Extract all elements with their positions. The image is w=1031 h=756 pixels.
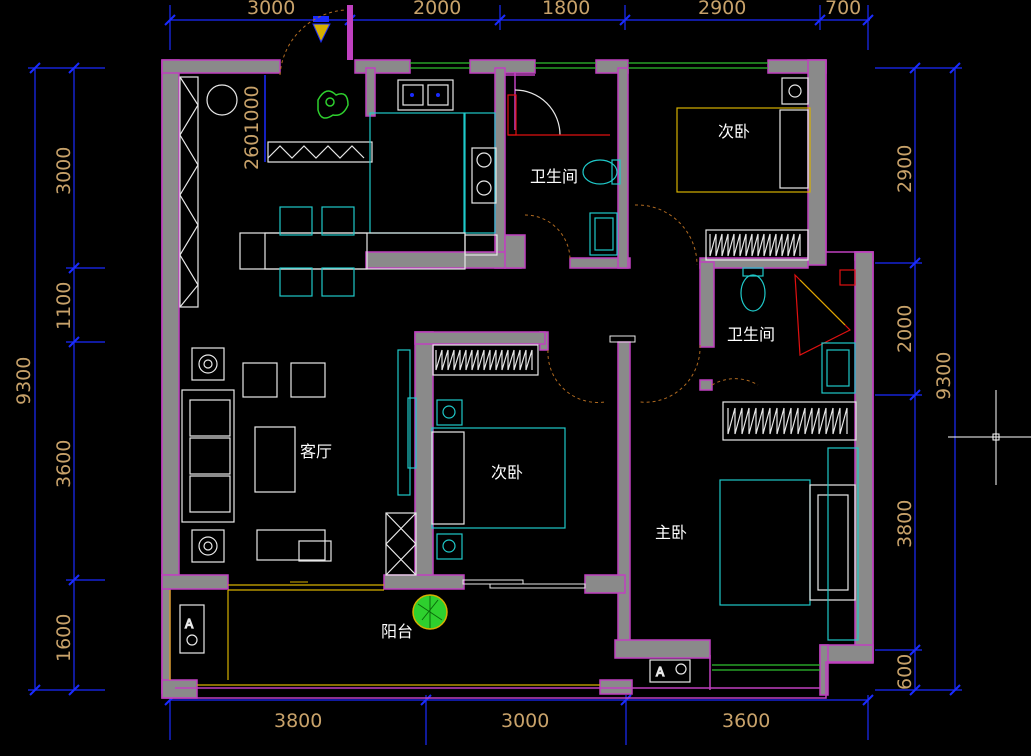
- dim-top-5: 700: [825, 0, 861, 19]
- room-label-second-bedroom-top: 次卧: [718, 122, 750, 141]
- dim-right-4: 600: [894, 654, 916, 690]
- dim-left-1: 3000: [53, 147, 75, 195]
- sofa-set: [181, 347, 332, 563]
- dim-inner-vertical: 2601000: [241, 85, 263, 170]
- dim-top-1: 3000: [247, 0, 295, 19]
- dining-table: [239, 206, 498, 297]
- outline: [161, 60, 874, 699]
- dimension-lines: [28, 5, 962, 745]
- dim-right-2: 2000: [894, 305, 916, 353]
- dim-top-3: 1800: [542, 0, 590, 19]
- room-label-bathroom-right: 卫生间: [727, 325, 775, 344]
- sink-icon: [397, 79, 454, 111]
- kitchen-counter-top: [267, 141, 373, 163]
- room-label-second-bedroom: 次卧: [491, 463, 523, 482]
- dimension-labels: 3000 2000 1800 2900 700 3800 3000 3600 3…: [13, 0, 955, 732]
- windows: [410, 62, 820, 671]
- decor-figure: [317, 90, 349, 119]
- bedroom-door-arc: [547, 349, 606, 403]
- dim-left-4: 1600: [53, 614, 75, 662]
- door-frame: [609, 335, 636, 343]
- stove-icon: [471, 147, 497, 204]
- center-bedroom-furniture: [385, 344, 566, 576]
- ac-unit-icon: A A: [179, 604, 691, 683]
- dim-left-2: 1100: [53, 282, 75, 330]
- room-label-balcony: 阳台: [381, 622, 413, 641]
- bathroom-top-fixtures: [507, 89, 621, 256]
- entry-door-arc: [279, 9, 346, 76]
- room-label-living: 客厅: [300, 442, 332, 461]
- dim-right-3: 3800: [894, 500, 916, 548]
- dim-bottom-1: 3800: [274, 710, 322, 732]
- dim-right-1: 2900: [894, 145, 916, 193]
- dim-bottom-3: 3600: [722, 710, 770, 732]
- dim-right-total: 9300: [933, 352, 955, 400]
- crosshair-cursor-icon: [948, 390, 1031, 485]
- bathroom-right-door-arc: [711, 378, 759, 386]
- bathroom-top-door-arc: [524, 214, 571, 261]
- dim-left-total: 9300: [13, 357, 35, 405]
- dim-top-2: 2000: [413, 0, 461, 19]
- toilet-icon: [582, 159, 621, 185]
- master-bedroom-furniture: [719, 401, 859, 641]
- room-label-bathroom-top: 卫生间: [530, 167, 578, 186]
- dim-bottom-2: 3000: [501, 710, 549, 732]
- potted-plant-icon: [412, 594, 448, 630]
- entry-door: [347, 5, 353, 60]
- tv-cabinet: [179, 76, 199, 308]
- dim-top-4: 2900: [698, 0, 746, 19]
- top-bedroom-door-arc: [634, 204, 698, 266]
- north-arrow-icon: [312, 16, 331, 44]
- dim-left-3: 3600: [53, 440, 75, 488]
- svg-text:A: A: [656, 665, 665, 679]
- svg-text:A: A: [185, 617, 194, 631]
- walls: [161, 59, 874, 699]
- round-table: [206, 84, 238, 116]
- balcony-railing: [169, 584, 600, 686]
- bathroom-right-fixtures: [740, 267, 856, 394]
- top-bedroom-furniture: [676, 77, 811, 261]
- room-label-master-bedroom: 主卧: [655, 523, 687, 542]
